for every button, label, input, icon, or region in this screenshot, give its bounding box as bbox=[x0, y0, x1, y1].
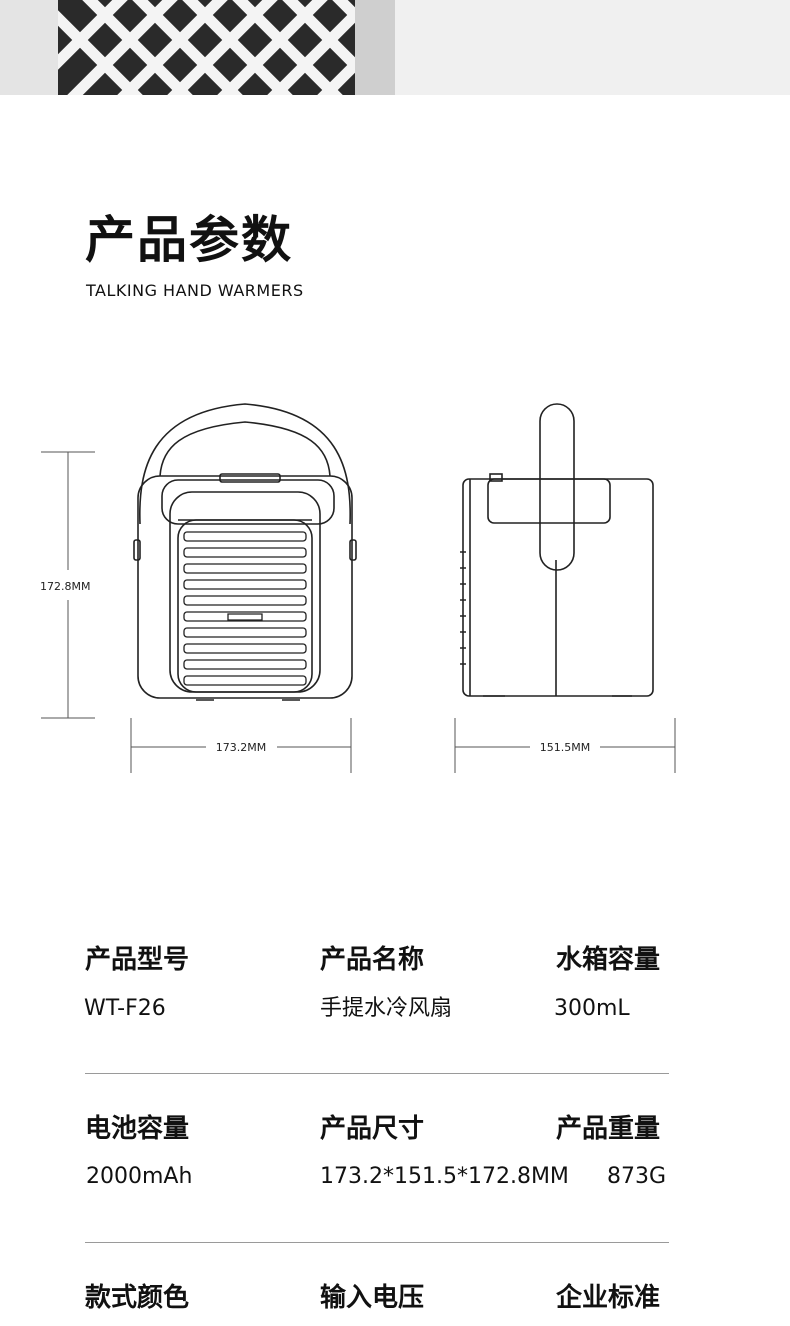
spec-label-model: 产品型号 bbox=[85, 945, 190, 975]
spec-value-name: 手提水冷风扇 bbox=[320, 996, 453, 1021]
spec-divider bbox=[85, 1073, 669, 1074]
dimension-drawing: 172.8MM 173.2MM 151.5MM bbox=[40, 403, 676, 773]
dimension-lines bbox=[41, 451, 676, 773]
spec-label-color: 款式颜色 bbox=[85, 1283, 190, 1313]
spec-value-weight: 873G bbox=[607, 1164, 667, 1189]
spec-label-size: 产品尺寸 bbox=[320, 1114, 425, 1144]
page-title: 产品参数 bbox=[85, 211, 293, 269]
spec-value-tank: 300mL bbox=[554, 996, 630, 1021]
front-view-outline bbox=[133, 403, 357, 701]
side-view-outline bbox=[460, 403, 654, 697]
spec-value-model: WT-F26 bbox=[84, 996, 166, 1021]
spec-label-name: 产品名称 bbox=[320, 945, 425, 975]
depth-dimension-label: 151.5MM bbox=[540, 741, 590, 754]
spec-value-battery: 2000mAh bbox=[86, 1164, 193, 1189]
product-photo-crop bbox=[0, 0, 790, 95]
width-dimension-label: 173.2MM bbox=[216, 741, 266, 754]
page-subtitle: TALKING HAND WARMERS bbox=[86, 281, 304, 300]
height-dimension-label: 172.8MM bbox=[40, 580, 90, 593]
spec-label-voltage: 输入电压 bbox=[320, 1283, 425, 1313]
spec-divider bbox=[85, 1242, 669, 1243]
spec-label-tank: 水箱容量 bbox=[556, 945, 661, 975]
front-view-louvers bbox=[183, 531, 307, 686]
spec-label-standard: 企业标准 bbox=[556, 1283, 661, 1313]
spec-label-weight: 产品重量 bbox=[556, 1114, 661, 1144]
spec-label-battery: 电池容量 bbox=[85, 1114, 190, 1144]
spec-value-size: 173.2*151.5*172.8MM bbox=[320, 1164, 569, 1189]
